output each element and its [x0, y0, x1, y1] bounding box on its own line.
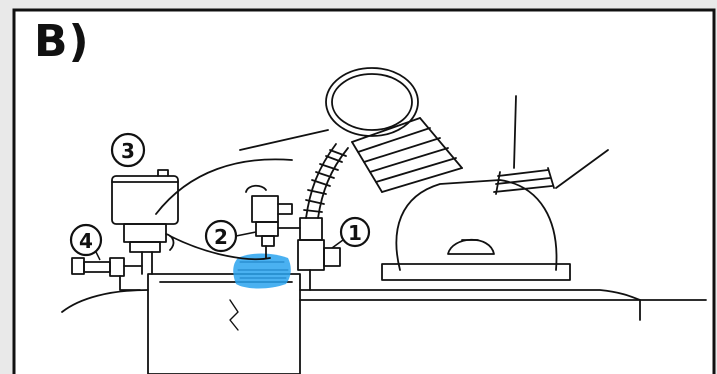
callout-4-label: 4 — [79, 229, 93, 253]
callout-3-label: 3 — [121, 139, 135, 163]
panel-label: B) — [34, 14, 90, 70]
callout-2-label: 2 — [214, 225, 228, 249]
callout-1-label: 1 — [348, 221, 362, 245]
panel-frame — [14, 10, 714, 374]
